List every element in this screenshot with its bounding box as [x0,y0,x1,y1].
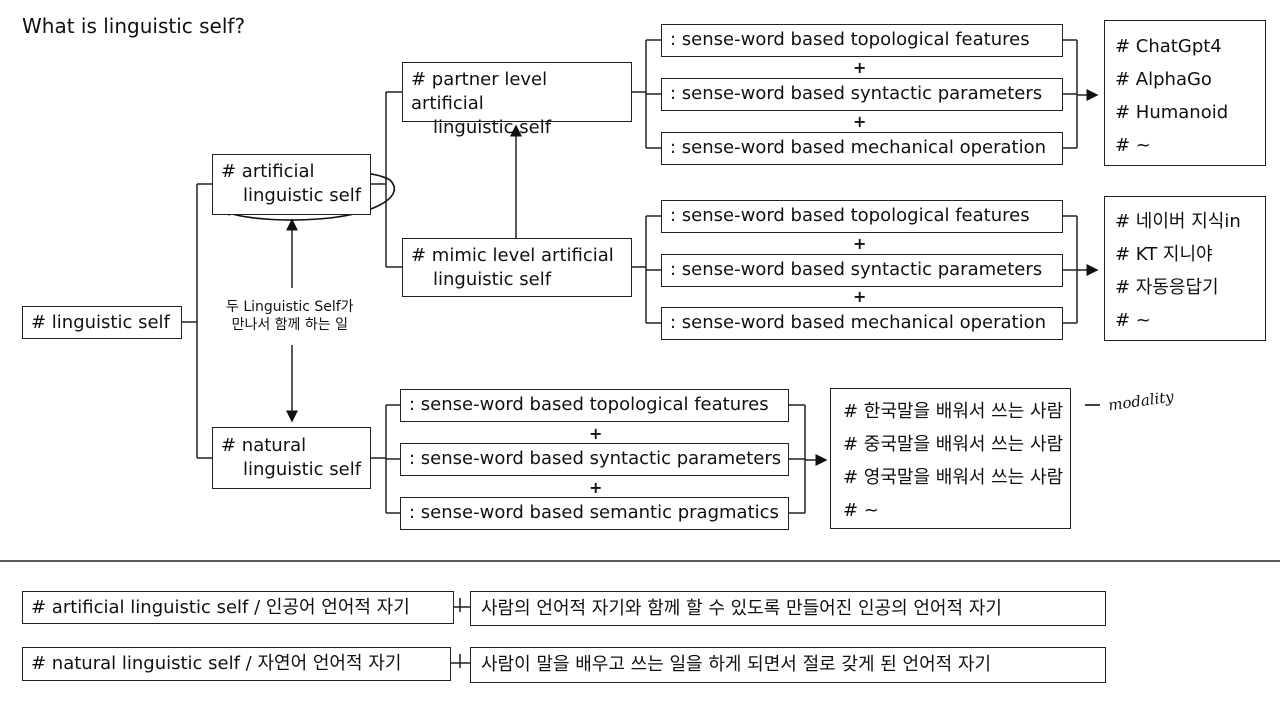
natural-examples-box: # 한국말을 배워서 쓰는 사람 # 중국말을 배워서 쓰는 사람 # 영국말을… [830,388,1071,529]
example-item: # 한국말을 배워서 쓰는 사람 [843,401,1064,422]
example-item: # 자동응답기 [1115,277,1219,298]
node-line: linguistic self [243,459,362,480]
root-node-linguistic-self: # linguistic self [22,306,182,339]
example-item: # ~ [1115,310,1151,331]
example-item: # KT 지니야 [1115,244,1213,265]
mimic-examples-box: # 네이버 지식in # KT 지니야 # 자동응답기 # ~ [1104,196,1266,341]
page-title: What is linguistic self? [22,14,246,38]
node-line: # mimic level artificial [411,245,614,266]
partner-examples-box: # ChatGpt4 # AlphaGo # Humanoid # ~ [1104,20,1266,166]
plus-sign: + [853,287,867,306]
node-artificial-linguistic-self: # artificial linguistic self [212,154,371,215]
definition-term: # artificial linguistic self / 인공어 언어적 자… [22,591,454,624]
partner-feature: : sense-word based syntactic parameters [661,78,1063,111]
node-line: # artificial [221,161,315,182]
partner-feature: : sense-word based mechanical operation [661,132,1063,165]
example-item: # 네이버 지식in [1115,211,1241,232]
plus-sign: + [853,58,867,77]
natural-feature: : sense-word based semantic pragmatics [400,497,789,530]
definition-meaning: 사람의 언어적 자기와 함께 할 수 있도록 만들어진 인공의 언어적 자기 [470,591,1106,626]
example-item: # Humanoid [1115,102,1229,123]
plus-sign: + [853,112,867,131]
node-line: # partner level artificial [411,69,548,114]
example-item: # ~ [1115,135,1151,156]
definition-term: # natural linguistic self / 자연어 언어적 자기 [22,647,451,681]
mimic-feature: : sense-word based topological features [661,200,1063,233]
node-line: linguistic self [433,269,552,290]
node-line: linguistic self [433,117,552,138]
definition-meaning: 사람이 말을 배우고 쓰는 일을 하게 되면서 절로 갖게 된 언어적 자기 [470,647,1106,683]
plus-sign: + [589,424,603,443]
mimic-feature: : sense-word based syntactic parameters [661,254,1063,287]
plus-sign: + [589,478,603,497]
natural-feature: : sense-word based topological features [400,389,789,422]
natural-feature: : sense-word based syntactic parameters [400,443,789,476]
example-item: # ChatGpt4 [1115,36,1222,57]
example-item: # ~ [843,500,879,521]
node-partner-level: # partner level artificial linguistic se… [402,62,632,138]
example-item: # AlphaGo [1115,69,1212,90]
node-mimic-level: # mimic level artificial linguistic self [402,238,632,297]
meeting-label: 두 Linguistic Self가 만나서 함께 하는 일 [226,298,354,334]
mimic-feature: : sense-word based mechanical operation [661,307,1063,340]
example-item: # 중국말을 배워서 쓰는 사람 [843,434,1064,455]
node-natural-linguistic-self: # natural linguistic self [212,427,371,489]
meeting-line: 만나서 함께 하는 일 [231,317,348,333]
meeting-line: 두 Linguistic Self가 [226,299,354,315]
plus-sign: + [853,234,867,253]
node-line: linguistic self [243,185,362,206]
partner-feature: : sense-word based topological features [661,24,1063,57]
node-line: # natural [221,435,307,456]
example-item: # 영국말을 배워서 쓰는 사람 [843,467,1064,488]
